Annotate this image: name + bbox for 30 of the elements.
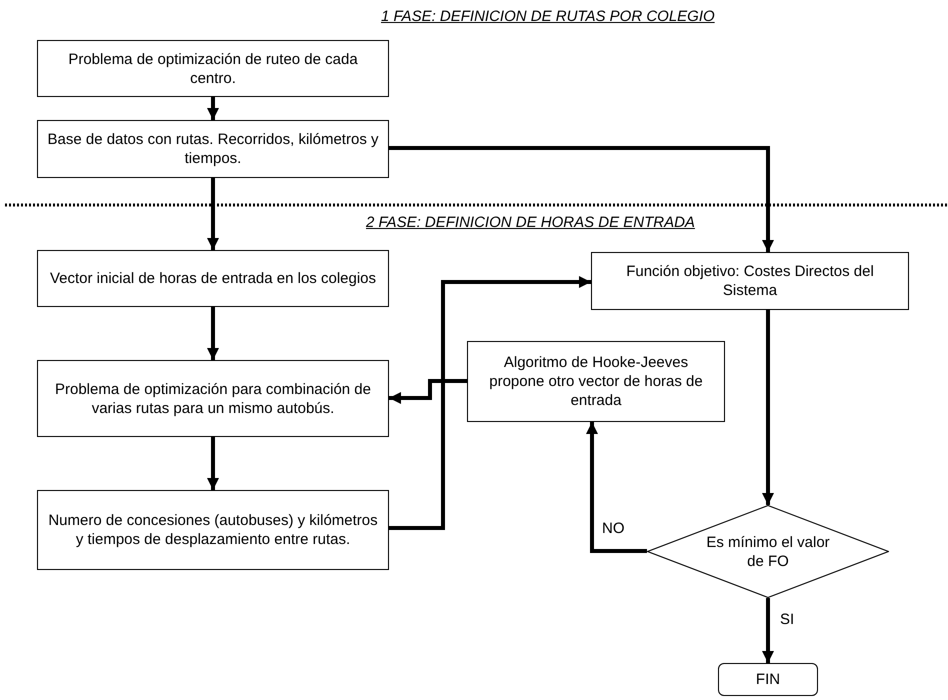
process-box xyxy=(467,341,725,422)
node-text: Base de datos con rutas. Recorridos, kilómetros y tiempos. xyxy=(46,130,380,168)
process-box xyxy=(37,40,389,97)
node-text: Problema de optimización para combinación de varias rutas para un mismo autobús. xyxy=(54,380,372,418)
arrow xyxy=(389,146,774,252)
arrow xyxy=(389,379,467,404)
terminal-box xyxy=(718,663,818,696)
process-box xyxy=(37,120,389,178)
node-text: Es mínimo el valor de FO xyxy=(705,532,831,570)
process-box xyxy=(591,252,909,310)
node-text: Problema de optimización de ruteo de cada centro. xyxy=(67,50,359,88)
node-text: Vector inicial de horas de entrada en los colegios xyxy=(50,269,376,288)
node-text: FIN xyxy=(756,670,780,689)
arrow xyxy=(207,307,219,360)
arrow xyxy=(207,437,219,490)
arrow xyxy=(389,276,591,530)
arrow xyxy=(586,422,647,553)
node-text: Numero de concesiones (autobuses) y kilómetros y tiempos de desplazamiento entre rutas. xyxy=(47,511,379,549)
arrow xyxy=(207,178,219,250)
node-text: Algoritmo de Hooke-Jeeves propone otro vector de horas de entrada xyxy=(488,353,704,410)
phase-heading: 2 FASE: DEFINICION DE HORAS DE ENTRADA xyxy=(366,214,695,231)
phase-heading: 1 FASE: DEFINICION DE RUTAS POR COLEGIO xyxy=(381,8,715,25)
process-box xyxy=(37,360,389,437)
process-box xyxy=(37,250,389,307)
decision-diamond xyxy=(647,505,889,598)
arrow xyxy=(762,598,774,663)
arrow xyxy=(207,97,219,120)
node-text: Función objetivo: Costes Directos del Sistema xyxy=(625,262,875,300)
arrow xyxy=(762,310,774,505)
process-box xyxy=(37,490,389,570)
